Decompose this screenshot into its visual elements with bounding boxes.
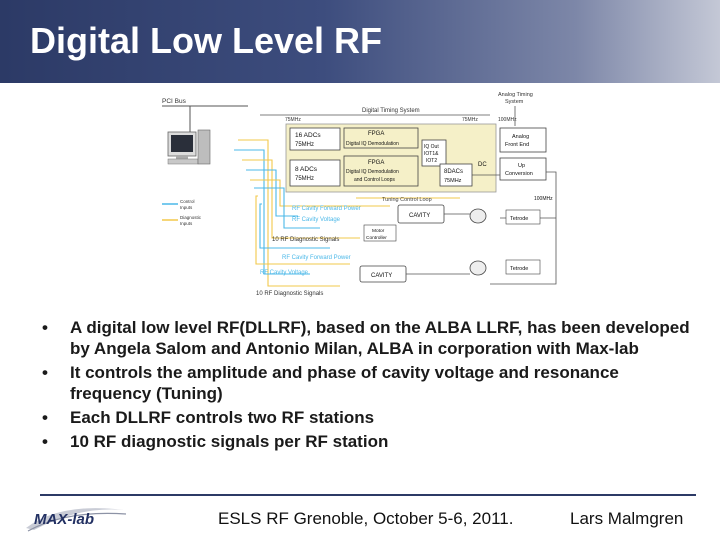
up-conversion-label: Up	[518, 163, 525, 169]
iq-out-label: IQ Out	[424, 144, 439, 150]
iq-demod2-label-2: and Control Loops	[354, 177, 395, 183]
bullet-text: A digital low level RF(DLLRF), based on …	[70, 318, 690, 358]
dac-label: 8DACs	[444, 169, 463, 175]
circulator-2-icon	[469, 260, 487, 276]
bullet-marker: •	[42, 363, 48, 382]
up-conversion-block	[499, 157, 547, 181]
fpga1-label: FPGA	[368, 131, 384, 137]
tetrode-1-block	[505, 209, 541, 225]
fpga1-block	[343, 127, 419, 149]
iq-out-label-2: IOT1&	[424, 151, 439, 157]
iq-out-label-3: IOT2	[426, 158, 437, 164]
tetrode-2-label: Tetrode	[510, 266, 528, 272]
bullet-text: It controls the amplitude and phase of c…	[70, 363, 619, 403]
motor-controller-label: Motor	[372, 228, 385, 234]
iq-demod2-label: Digital IQ Demodulation	[346, 169, 399, 175]
motor-controller-block	[363, 224, 397, 242]
analog-timing-label: Analog Timing	[498, 92, 533, 98]
bullet-item: • Each DLLRF controls two RF stations	[42, 407, 692, 428]
footer-divider	[40, 494, 696, 496]
clock-100-label: 100MHz	[498, 117, 517, 123]
dllrf-block-diagram: PCI Bus Digital Timing System Analog Tim…	[162, 92, 557, 297]
up-conversion-label-2: Conversion	[505, 171, 533, 177]
cavity-2-label: CAVITY	[371, 273, 392, 279]
adc16-freq-label: 75MHz	[295, 142, 314, 148]
analog-front-end-block	[499, 127, 547, 153]
bullet-item: • It controls the amplitude and phase of …	[42, 362, 692, 404]
footer-author: Lars Malmgren	[570, 509, 684, 528]
title-bar: Digital Low Level RF	[0, 0, 720, 83]
diag-signals-1-label: 10 RF Diagnostic Signals	[272, 237, 339, 243]
clock-75b-label: 75MHz	[462, 117, 478, 123]
tuning-loop-label: Tuning Control Loop	[382, 197, 432, 203]
slide-title: Digital Low Level RF	[30, 20, 383, 61]
tetrode-2-block	[505, 259, 541, 275]
rf-fwd-power-2-label: RF Cavity Forward Power	[282, 255, 351, 261]
tetrode-1-label: Tetrode	[510, 216, 528, 222]
motor-controller-label-2: Controller	[366, 235, 387, 241]
adc8-freq-label: 75MHz	[295, 176, 314, 182]
legend-diagnostic-label: Diagnostic	[180, 215, 202, 220]
bullet-marker: •	[42, 432, 48, 451]
rf-fwd-power-1-label: RF Cavity Forward Power	[292, 206, 361, 212]
legend-diagnostic-label-2: Inputs	[180, 221, 193, 226]
iq-demod1-label: Digital IQ Demodulation	[346, 141, 399, 147]
legend-control-label: Control	[180, 199, 195, 204]
legend: Control Inputs Diagnostic Inputs	[162, 199, 202, 226]
adc16-label: 16 ADCs	[295, 132, 321, 139]
bullet-item: • 10 RF diagnostic signals per RF station	[42, 431, 692, 452]
afe-label: Analog	[512, 134, 529, 140]
adc8-label: 8 ADCs	[295, 166, 318, 173]
computer-icon	[167, 129, 211, 165]
digital-timing-label: Digital Timing System	[362, 108, 420, 114]
clock-100b-label: 100MHz	[534, 196, 553, 202]
bullet-marker: •	[42, 318, 48, 337]
logo-text: MAX-lab	[34, 511, 94, 528]
max-lab-logo: MAX-lab	[26, 508, 127, 532]
footer-conference: ESLS RF Grenoble, October 5-6, 2011.	[218, 509, 514, 528]
bullet-item: • A digital low level RF(DLLRF), based on…	[42, 317, 692, 359]
dc-label: DC	[478, 162, 487, 168]
diag-signals-2-label: 10 RF Diagnostic Signals	[256, 291, 323, 297]
analog-timing-label-2: System	[505, 99, 524, 105]
bullet-text: 10 RF diagnostic signals per RF station	[70, 432, 389, 451]
rf-cav-voltage-1-label: RF Cavity Voltage	[292, 217, 341, 223]
adc16-block	[289, 127, 341, 151]
legend-control-label-2: Inputs	[180, 205, 193, 210]
pci-bus-label: PCI Bus	[162, 98, 187, 105]
bullet-marker: •	[42, 408, 48, 427]
cavity-1-label: CAVITY	[409, 213, 430, 219]
bullet-list: • A digital low level RF(DLLRF), based on…	[42, 317, 692, 455]
adc8-block	[289, 159, 341, 187]
afe-label-2: Front End	[505, 142, 529, 148]
bullet-text: Each DLLRF controls two RF stations	[70, 408, 375, 427]
rf-cav-voltage-2-label: RF Cavity Voltage	[260, 270, 309, 276]
dac-freq-label: 75MHz	[444, 178, 462, 184]
circulator-1-icon	[469, 208, 487, 224]
fpga2-block	[343, 155, 419, 187]
iq-out-block	[421, 139, 447, 167]
clock-75-label: 75MHz	[285, 117, 301, 123]
fpga2-label: FPGA	[368, 160, 384, 166]
